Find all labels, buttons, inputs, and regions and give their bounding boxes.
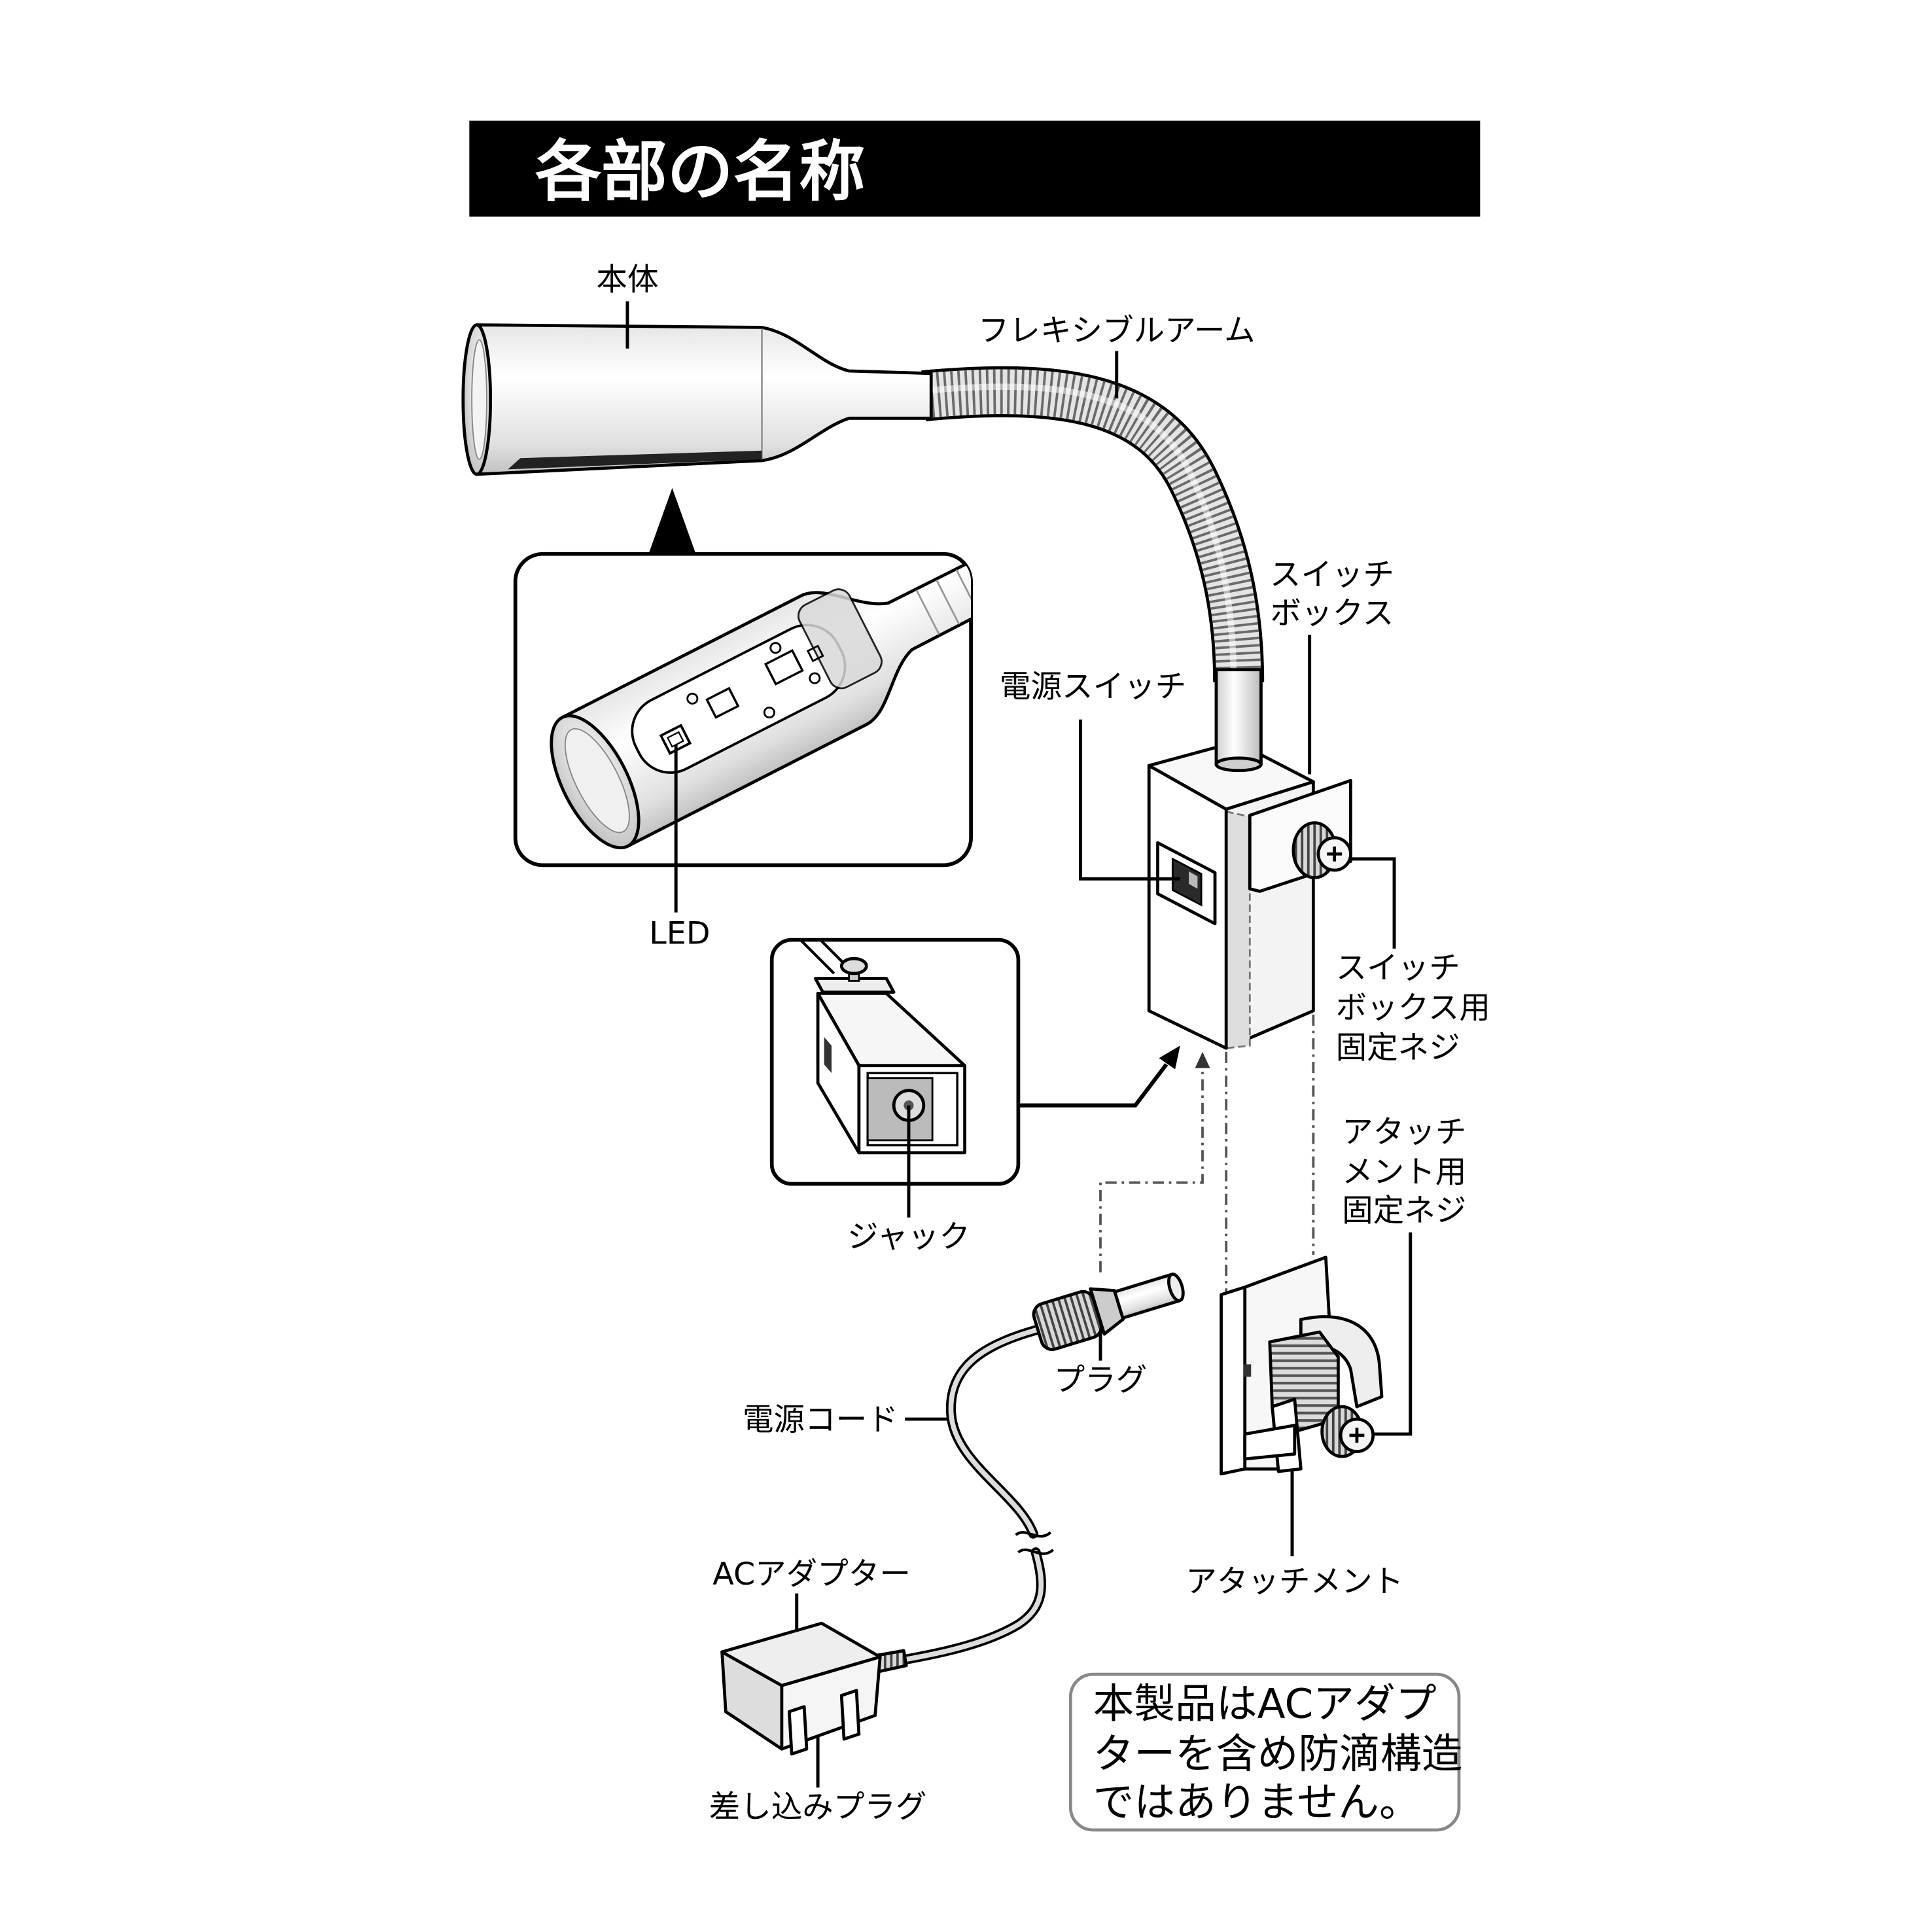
label-attachment-screw-line3: 固定ネジ: [1342, 1193, 1466, 1229]
arm-base-tube: [1214, 668, 1263, 773]
label-jack: ジャック: [847, 1220, 970, 1256]
note-frame: [1068, 1672, 1461, 1832]
arm-highlight: [923, 383, 1237, 682]
inset-neck-rings: [915, 569, 972, 635]
guide-plug-to-jack: [1099, 1068, 1204, 1273]
ac-adapter: [720, 1621, 908, 1756]
assembly-guides: [1099, 1014, 1315, 1293]
switch-box-screw: [1291, 821, 1352, 879]
label-attachment: アタッチメント: [1186, 1564, 1403, 1600]
adapter-prong-left: [787, 1705, 809, 1756]
plug-tip: [1167, 1273, 1185, 1303]
guide-arrow-head: [1195, 1051, 1210, 1068]
board-component: [705, 686, 740, 719]
switch-box-top-face: [1147, 740, 1315, 811]
led-inset-drawing: [550, 553, 972, 850]
lamp-body: [461, 323, 933, 476]
inset-lens-inner: [564, 728, 630, 834]
note-line-2: ターを含め防滴構造: [1093, 1730, 1463, 1778]
arm-base-tube-body: [1214, 668, 1263, 766]
label-switch-box-screw-line3: 固定ネジ: [1336, 1030, 1460, 1066]
attachment-clamp: [1220, 1256, 1384, 1476]
label-ac-adapter: ACアダプター: [712, 1556, 911, 1592]
power-switch: [1156, 841, 1217, 926]
labels: 本体 フレキシブルアーム スイッチ ボックス 電源スイッチ LED スイッチ ボ…: [596, 262, 1490, 1825]
inner-cap: [797, 588, 883, 690]
label-plug: プラグ: [1054, 1362, 1148, 1398]
board-component: [764, 649, 804, 686]
note-line-1: 本製品はACアダプ: [1093, 1680, 1437, 1728]
attachment-plate-hole: [1243, 1364, 1252, 1377]
board-component: [809, 672, 821, 684]
board-component: [763, 707, 775, 719]
label-power-cord: 電源コード: [743, 1402, 898, 1438]
led-inset: [513, 552, 973, 868]
label-switch-box-line2: ボックス: [1271, 595, 1394, 631]
board-component: [769, 642, 782, 654]
leader-lines: [625, 301, 1413, 1788]
pointer-triangle: [648, 487, 696, 554]
board-component: [806, 644, 824, 663]
title-bar-background: [469, 120, 1481, 217]
screw-cross-icon: [1349, 1428, 1365, 1443]
label-switch-box-screw-line2: ボックス用: [1336, 990, 1490, 1026]
inset-switch: [824, 1036, 832, 1074]
power-cord: [894, 1324, 1055, 1666]
page-title: 各部の名称: [535, 133, 865, 210]
label-attachment-screw-line2: メント用: [1342, 1155, 1466, 1191]
led-slot: [508, 450, 762, 470]
label-flexible-arm: フレキシブルアーム: [978, 313, 1256, 349]
dc-plug: [1032, 1273, 1185, 1352]
jack-arrow-line: [1018, 1063, 1168, 1108]
waterproof-note: 本製品はACアダプ ターを含め防滴構造 ではありません。: [1068, 1672, 1463, 1832]
lamp-lens-inner: [471, 339, 487, 461]
leader-switch-box-screw: [1350, 857, 1396, 949]
attachment-slot: [1225, 810, 1251, 1049]
power-cord-fill: [896, 1327, 1044, 1664]
screw-cross-icon: [1327, 846, 1343, 862]
jack-arrow-head: [1159, 1045, 1180, 1070]
cord-break-mark: [1015, 1531, 1055, 1555]
label-switch-box-line1: スイッチ: [1270, 557, 1394, 593]
flexible-arm: [921, 366, 1265, 682]
power-switch-highlight: [1189, 871, 1198, 889]
label-power-switch: 電源スイッチ: [1000, 669, 1186, 705]
attachment-bottom-bar: [1243, 1424, 1297, 1461]
jack-inset: [769, 938, 1021, 1186]
note-line-3: ではありません。: [1093, 1778, 1420, 1826]
leader-attachment-screw: [1367, 1232, 1413, 1436]
label-attachment-screw-line1: アタッチ: [1342, 1115, 1466, 1151]
leader-power-switch: [1079, 719, 1180, 881]
inset-bracket-plate: [813, 977, 896, 994]
label-body: 本体: [596, 262, 658, 298]
inset-screw-head: [839, 957, 868, 975]
board-component: [686, 692, 699, 705]
arm-base-tube-collar: [1214, 756, 1263, 773]
label-outlet-plug: 差し込みプラグ: [709, 1789, 927, 1825]
adapter-top-face: [720, 1621, 882, 1687]
power-cord-outline: [894, 1324, 1046, 1666]
label-switch-box-screw-line1: スイッチ: [1336, 951, 1460, 987]
label-led: LED: [649, 915, 710, 951]
led-chip-inner: [666, 731, 684, 748]
adapter-prong-right: [839, 1689, 861, 1741]
lamp-body-shell: [475, 323, 933, 476]
jack-inset-drawing: [796, 940, 966, 1155]
title-bar: 各部の名称: [469, 120, 1481, 217]
jack-pin: [904, 1100, 914, 1111]
led-chip: [659, 724, 692, 756]
attachment-plate-edge: [1220, 1286, 1247, 1476]
